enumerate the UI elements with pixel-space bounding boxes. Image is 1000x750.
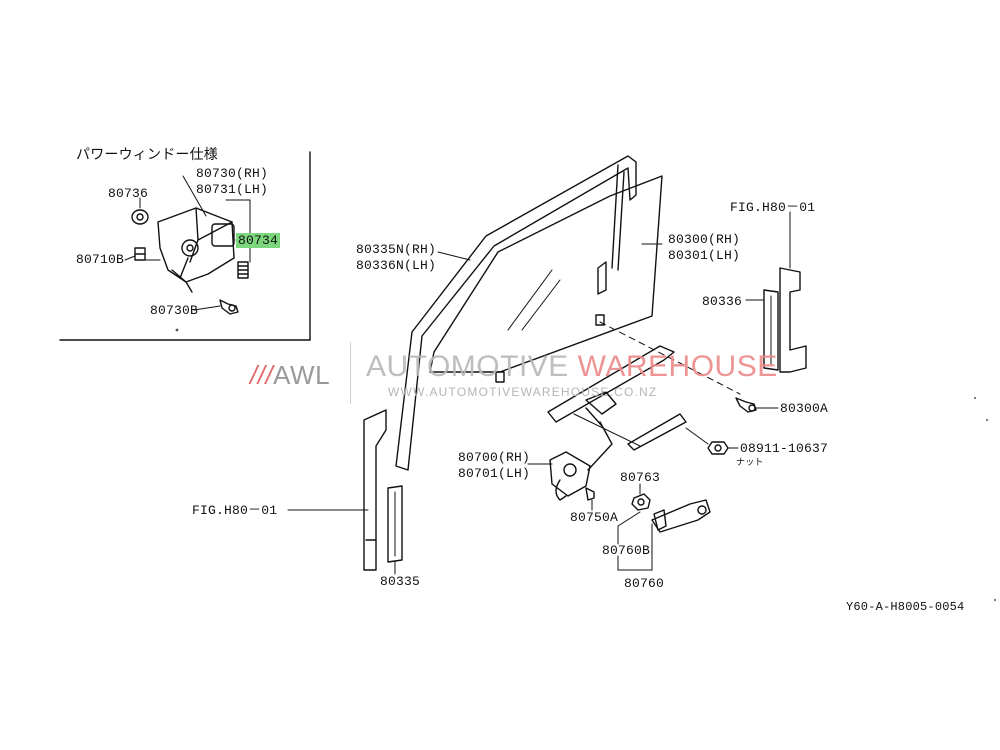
label-nut: ナット <box>736 458 764 468</box>
label-80736[interactable]: 80736 <box>108 186 149 201</box>
label-80760[interactable]: 80760 <box>624 576 665 591</box>
division-bar-80335 <box>363 409 403 571</box>
watermark-slash: /// <box>250 360 274 390</box>
watermark-awl: ///AWL <box>250 360 330 391</box>
label-80763[interactable]: 80763 <box>620 470 661 485</box>
watermark-brand-b: WAREHOUSE <box>577 350 778 383</box>
bolt-80750a <box>585 487 595 501</box>
grommet-80736 <box>131 209 149 225</box>
washer-80763 <box>631 493 651 511</box>
label-80335n-rh[interactable]: 80335N(RH) <box>356 242 437 257</box>
label-08911-10637[interactable]: 08911-10637 <box>740 441 829 456</box>
inset-frame <box>59 151 311 341</box>
inset-title: パワーウィンドー仕様 <box>76 147 218 163</box>
clip-80710b <box>134 247 146 261</box>
glass-run-channel <box>395 155 637 471</box>
handle-80760 <box>651 499 711 533</box>
label-80730b[interactable]: 80730B <box>150 303 199 318</box>
watermark-awl-text: AWL <box>273 360 331 390</box>
label-80300-rh[interactable]: 80300(RH) <box>668 232 741 247</box>
reference-code: Y60-A-H8005-0054 <box>846 600 965 614</box>
inset-leaders <box>124 175 251 311</box>
label-fig-h80-01-left[interactable]: FIG.H80－01 <box>192 503 278 518</box>
door-glass <box>429 175 663 383</box>
label-80300a[interactable]: 80300A <box>780 401 829 416</box>
bolt-80730b <box>219 299 239 315</box>
label-80701-lh[interactable]: 80701(LH) <box>458 466 531 481</box>
dashed-link <box>599 321 741 395</box>
label-80760b[interactable]: 80760B <box>602 543 651 558</box>
watermark-brand: AUTOMOTIVE WAREHOUSE <box>366 350 778 384</box>
division-bar-80336 <box>763 219 807 373</box>
scan-specks <box>175 328 996 601</box>
label-80734-highlighted[interactable]: 80734 <box>236 233 281 248</box>
bolt-80734 <box>237 261 249 279</box>
window-regulator <box>547 345 687 501</box>
nut-08911-10637 <box>685 427 729 455</box>
label-80730-rh[interactable]: 80730(RH) <box>196 166 269 181</box>
label-80335[interactable]: 80335 <box>380 574 421 589</box>
bolt-80300a <box>735 397 757 413</box>
label-80700-rh[interactable]: 80700(RH) <box>458 450 531 465</box>
label-80731-lh[interactable]: 80731(LH) <box>196 182 269 197</box>
watermark-divider <box>350 342 351 404</box>
label-80301-lh[interactable]: 80301(LH) <box>668 248 741 263</box>
label-80336[interactable]: 80336 <box>702 294 743 309</box>
watermark-brand-a: AUTOMOTIVE <box>366 350 578 383</box>
label-80336n-lh[interactable]: 80336N(LH) <box>356 258 437 273</box>
label-80750a[interactable]: 80750A <box>570 510 619 525</box>
watermark-url: WWW.AUTOMOTIVEWAREHOUSE.CO.NZ <box>388 385 658 399</box>
label-80710b[interactable]: 80710B <box>76 252 125 267</box>
power-window-motor <box>157 207 235 293</box>
leader-lines <box>287 211 791 575</box>
label-fig-h80-01-right[interactable]: FIG.H80－01 <box>730 200 816 215</box>
